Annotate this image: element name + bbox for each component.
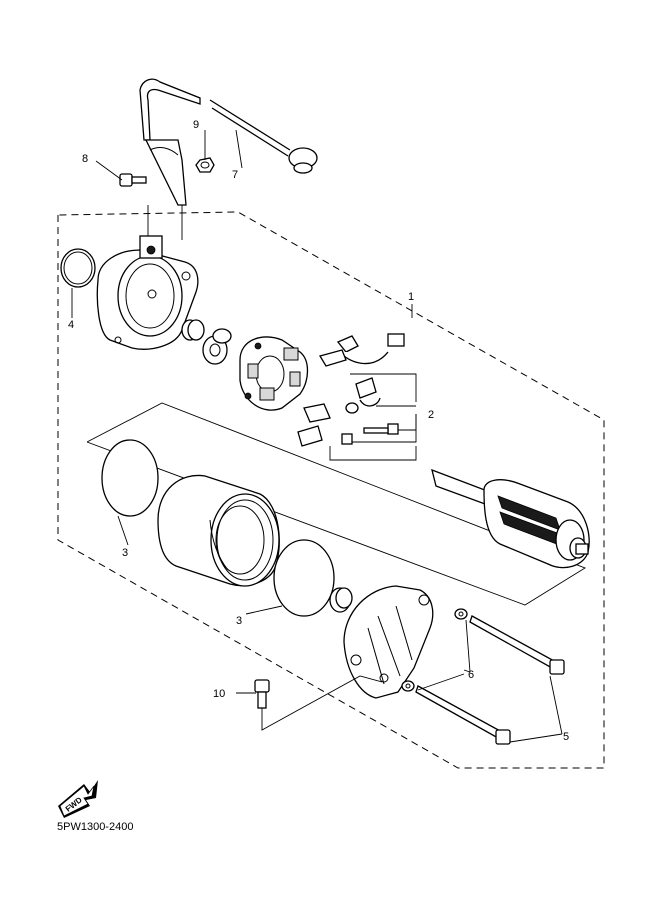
callout-10: 10 xyxy=(213,688,225,700)
callout-3-left: 3 xyxy=(122,547,128,559)
diagram-code: 5PW1300-2400 xyxy=(57,821,134,833)
callout-9: 9 xyxy=(193,119,199,131)
gasket-front xyxy=(101,439,159,517)
callout-6: 6 xyxy=(468,669,474,681)
washers xyxy=(401,608,468,692)
o-ring xyxy=(60,248,96,288)
callout-labels: 1 2 3 3 4 5 6 7 8 9 10 xyxy=(68,119,569,743)
through-bolts xyxy=(415,615,565,745)
callout-5: 5 xyxy=(563,731,569,743)
front-cover xyxy=(96,235,199,350)
callout-2: 2 xyxy=(428,409,434,421)
assembly-outline xyxy=(57,211,605,769)
nut xyxy=(195,157,215,173)
lead-wire xyxy=(139,78,318,240)
gasket-rear xyxy=(273,539,335,617)
callout-3-right: 3 xyxy=(236,615,242,627)
armature xyxy=(431,468,590,569)
fwd-arrow-icon: FWD xyxy=(58,780,98,818)
callout-8: 8 xyxy=(82,153,88,165)
rear-bushing xyxy=(329,587,353,613)
brush-set xyxy=(297,333,417,461)
mounting-bolt xyxy=(254,679,270,709)
callout-7: 7 xyxy=(232,169,238,181)
bushing xyxy=(181,319,232,365)
yoke-outline xyxy=(86,402,587,606)
leader-lines xyxy=(71,129,563,743)
callout-1: 1 xyxy=(408,291,414,303)
yoke xyxy=(157,474,280,587)
rear-cover xyxy=(343,585,434,699)
callout-4: 4 xyxy=(68,319,74,331)
screw xyxy=(119,173,147,187)
brush-holder xyxy=(239,336,309,411)
